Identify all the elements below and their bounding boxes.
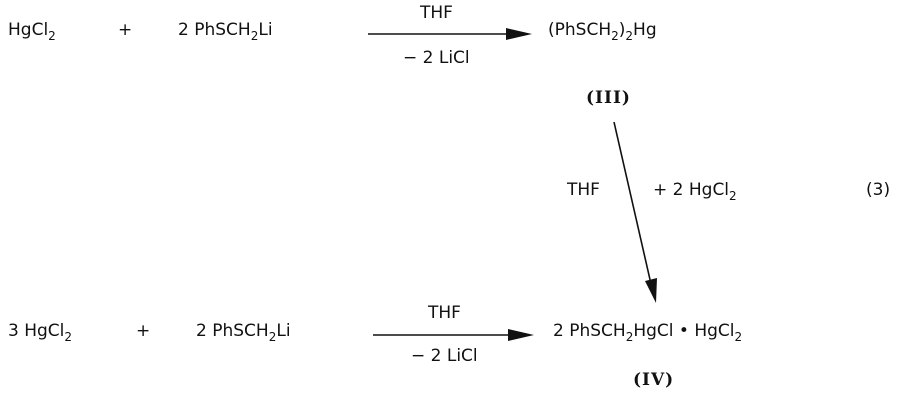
arrow-condition-above-2: THF	[428, 303, 461, 323]
formula-text: )	[618, 20, 626, 40]
reaction-arrow-1	[368, 28, 532, 40]
subscript: 2	[729, 189, 737, 203]
arrow-condition-below-1: − 2 LiCl	[403, 50, 470, 67]
formula-text: (PhSCH	[548, 20, 612, 40]
formula-text: Li	[258, 20, 273, 40]
formula-text: − 2 LiCl	[403, 48, 470, 68]
bis-product-iii: (PhSCH2)2Hg	[548, 20, 657, 43]
subscript: 2	[625, 29, 634, 43]
equation-number: (3)	[866, 180, 891, 200]
subscript: 2	[611, 29, 619, 43]
formula-text: 2 PhSCH	[178, 20, 251, 40]
formula-text: − 2 LiCl	[411, 346, 478, 366]
formula-text: HgCl	[8, 20, 49, 40]
formula-text: Hg	[633, 20, 657, 40]
formula-text: Li	[276, 321, 291, 341]
phsch2li-reactant-1: 2 PhSCH2Li	[178, 20, 273, 43]
arrow-condition-below-2: − 2 LiCl	[411, 348, 478, 365]
subscript: 2	[64, 330, 73, 344]
subscript: 2	[625, 330, 634, 344]
formula-text: 2 PhSCH	[553, 321, 626, 341]
formula-text: 2 PhSCH	[196, 321, 269, 341]
subscript: 2	[250, 29, 259, 43]
plus-sign-1: +	[118, 20, 133, 40]
formula-text: 3 HgCl	[8, 321, 65, 341]
subscript: 2	[48, 29, 56, 43]
plus-sign-2: +	[136, 321, 151, 341]
formula-text: HgCl • HgCl	[633, 321, 735, 341]
reaction-arrow-2	[373, 329, 534, 341]
reaction-arrow-vertical	[613, 121, 657, 303]
subscript: 2	[734, 330, 743, 344]
formula-text: + 2 HgCl	[653, 180, 730, 200]
arrow-condition-above-1: THF	[420, 3, 453, 23]
vertical-arrow-solvent: THF	[567, 180, 600, 200]
hgcl2-reactant-1: HgCl2	[8, 20, 56, 43]
vertical-arrow-reagent: + 2 HgCl2	[653, 180, 737, 203]
compound-label-iii: (III)	[586, 88, 631, 108]
compound-label-iv: (IV)	[633, 370, 675, 390]
adduct-product-iv: 2 PhSCH2HgCl • HgCl2	[553, 321, 742, 344]
subscript: 2	[268, 330, 277, 344]
phsch2li-reactant-2: 2 PhSCH2Li	[196, 321, 291, 344]
hgcl2-reactant-2: 3 HgCl2	[8, 321, 72, 344]
